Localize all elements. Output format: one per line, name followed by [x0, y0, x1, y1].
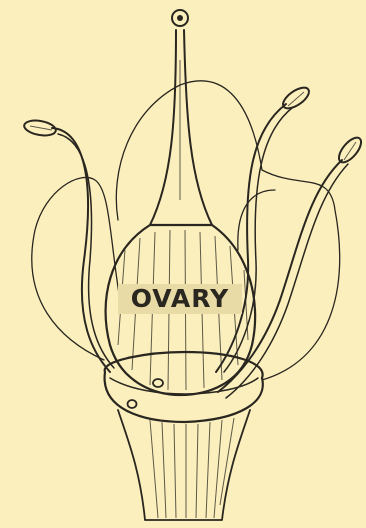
- anther-right-1: [280, 84, 313, 113]
- anthers: [23, 84, 365, 166]
- stigma: [172, 10, 188, 26]
- receptacle-pore-1: [153, 379, 163, 387]
- style: [150, 30, 212, 225]
- stamen-filament-left: [52, 128, 110, 372]
- petal-right: [262, 170, 340, 380]
- ovary-label: OVARY: [118, 284, 242, 314]
- anther-right-2: [335, 134, 365, 166]
- petal-back: [116, 81, 262, 220]
- receptacle-pore-2: [128, 400, 137, 408]
- stalk: [118, 410, 250, 520]
